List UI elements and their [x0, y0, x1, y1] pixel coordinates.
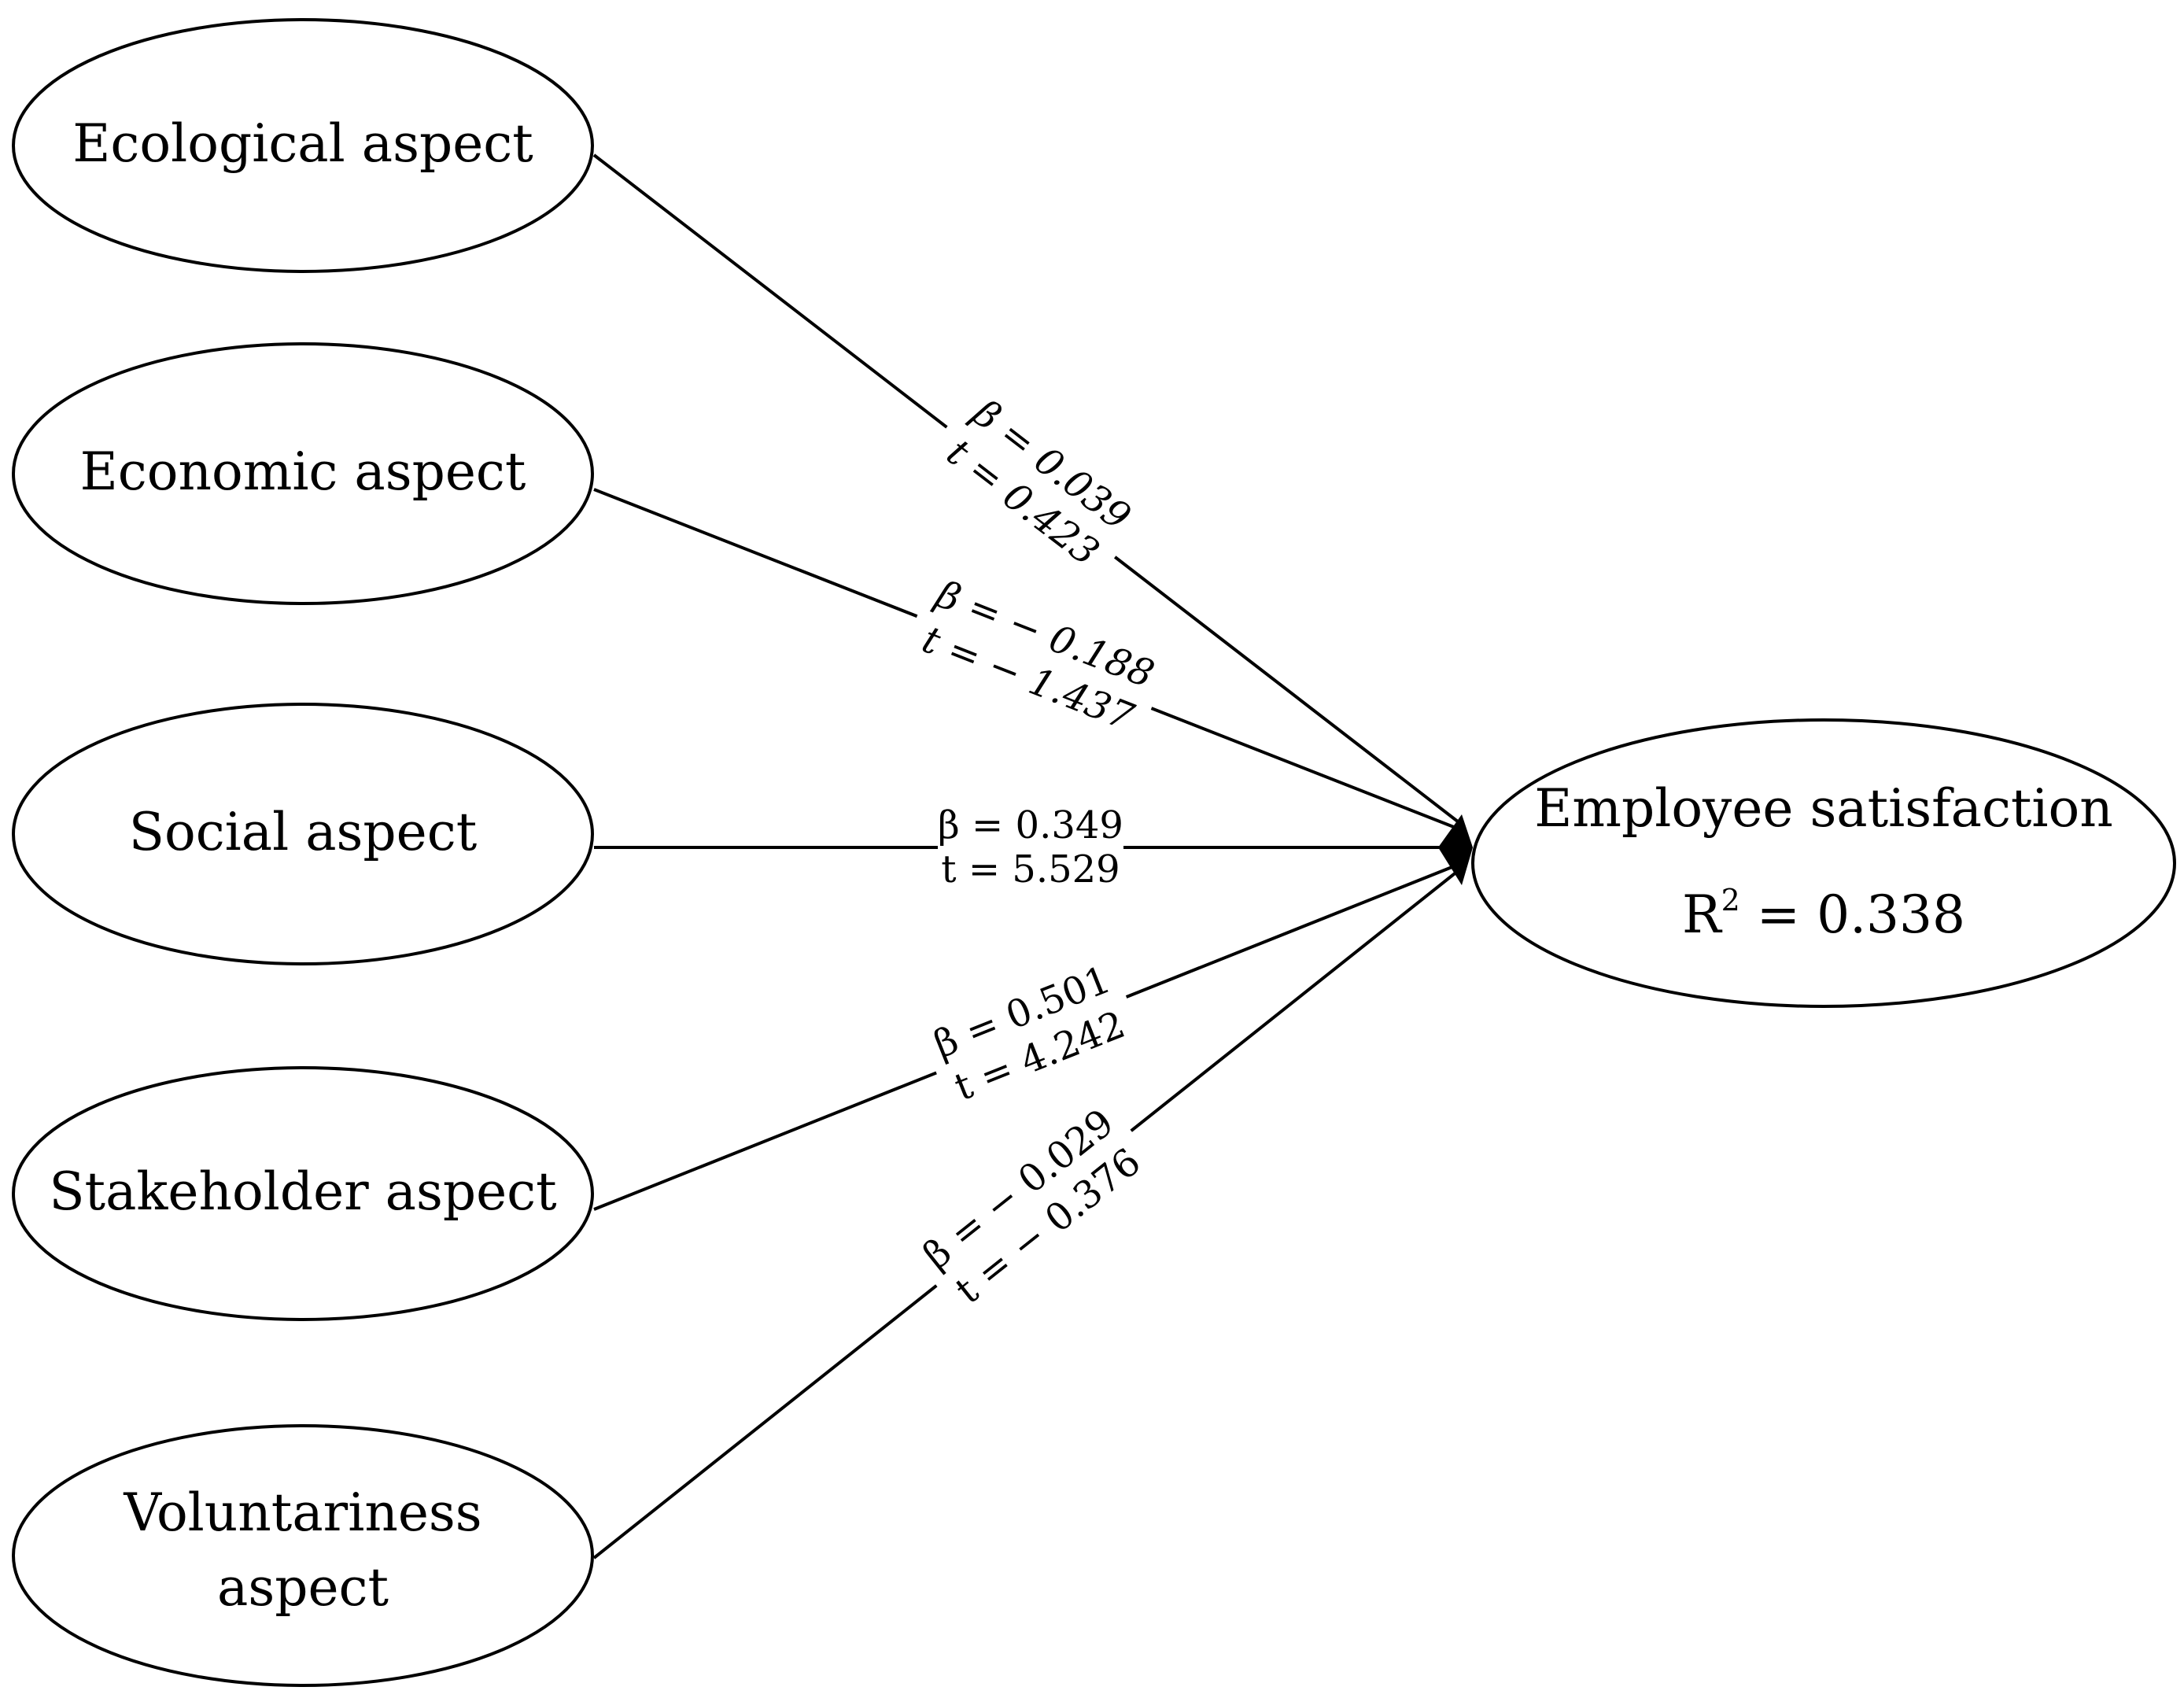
beta-social: β = 0.349: [938, 803, 1123, 847]
label-bg-ecological: [921, 372, 1157, 590]
label-bg-voluntariness: [899, 1084, 1164, 1326]
label-bg-social: [938, 794, 1123, 896]
t-social: t = 5.529: [941, 847, 1120, 891]
r2-value: = 0.338: [1740, 884, 1965, 945]
arrowhead-icon: [1438, 814, 1473, 885]
node-ecological: [12, 18, 594, 273]
label-bg-economic: [900, 556, 1175, 751]
node-economic: [12, 342, 594, 605]
predictor-labels: Ecological aspect Economic aspect Social…: [49, 113, 556, 1618]
outcome-r2: R2 = 0.338: [1682, 883, 1965, 945]
path-label-economic: β = − 0.188 t = − 1.437: [900, 556, 1175, 751]
label-bg-stakeholder: [914, 942, 1145, 1120]
node-outcome: [1471, 718, 2176, 1008]
path-label-stakeholder: β = 0.501 t = 4.242: [914, 942, 1145, 1120]
path-label-ecological: β = 0.039 t = 0.423: [921, 372, 1157, 590]
r2-superscript: 2: [1721, 883, 1740, 917]
outcome-labels: Employee satisfaction R2 = 0.338: [1534, 778, 2113, 945]
node-social: [12, 703, 594, 965]
label-voluntariness-line1: Voluntariness: [123, 1482, 481, 1543]
path-label-voluntariness: β = − 0.029 t = − 0.376: [899, 1084, 1164, 1326]
path-label-social: β = 0.349 t = 5.529: [938, 794, 1123, 896]
label-ecological: Ecological aspect: [72, 113, 533, 174]
label-social: Social aspect: [129, 802, 477, 862]
outcome-title: Employee satisfaction: [1534, 778, 2113, 839]
label-voluntariness-line2: aspect: [217, 1557, 389, 1618]
label-economic: Economic aspect: [80, 441, 526, 502]
node-voluntariness: [12, 1424, 594, 1687]
node-stakeholder: [12, 1066, 594, 1321]
predictor-nodes: [12, 18, 594, 1687]
r2-prefix: R: [1682, 884, 1723, 945]
label-stakeholder: Stakeholder aspect: [49, 1161, 556, 1222]
